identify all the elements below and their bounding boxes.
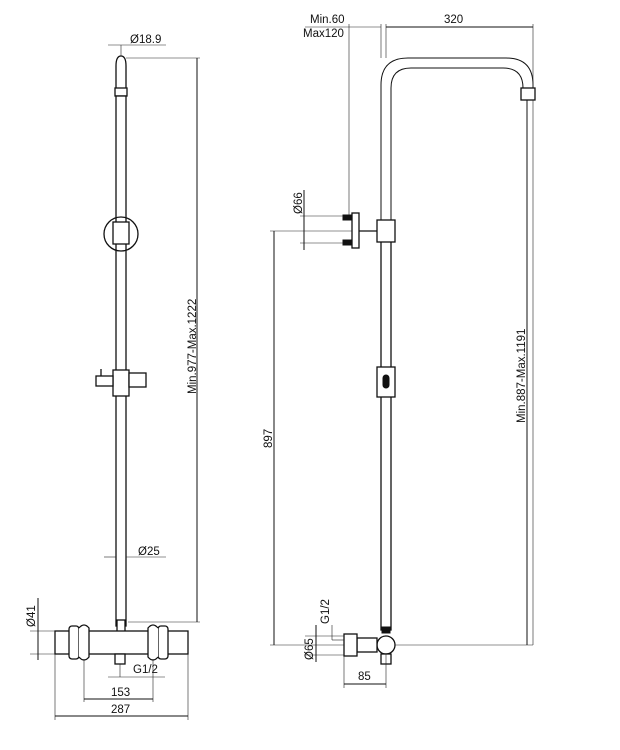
dim-height-range-left: Min.977-Max.1222: [187, 299, 199, 394]
dim-projection: 85: [358, 671, 371, 683]
rail-top-cap: [115, 55, 127, 91]
riser-pipe: [380, 239, 392, 631]
right-view: Min.60 Max120 320 Ø66 897 Min.887-Max.11…: [263, 14, 536, 688]
bracket-clamp: [112, 221, 130, 245]
rail-connector: [116, 619, 126, 633]
mixer-connector: [376, 635, 396, 655]
shower-rail: [115, 95, 127, 627]
flange-screw-bottom: [342, 239, 353, 246]
shower-arm-inner: [390, 67, 524, 222]
shower-head-connector: [520, 87, 536, 101]
wall-flange: [351, 212, 360, 249]
shower-arm-outer: [380, 57, 534, 222]
upper-bracket: [376, 219, 396, 243]
dim-thread-right: G1/2: [320, 599, 332, 624]
left-handle: [68, 625, 80, 660]
dim-diameter-top: Ø18.9: [130, 34, 161, 46]
flange-screw-top: [342, 214, 353, 221]
slider-knob: [95, 375, 114, 387]
dim-offset-max: Max120: [303, 28, 344, 40]
dim-height-range-right: Min.887-Max.1191: [516, 329, 528, 423]
dim-diameter-valve: Ø65: [304, 638, 316, 660]
dim-arm-length: 320: [444, 14, 463, 26]
right-eccentric: [147, 624, 159, 661]
mixer-arm: [356, 637, 378, 653]
slider-knob-right: [382, 374, 390, 389]
dim-mount-height: 897: [263, 429, 275, 448]
dim-total-width: 287: [111, 704, 130, 716]
dim-offset-min: Min.60: [310, 14, 345, 26]
slider: [112, 369, 130, 397]
rail-collar: [114, 87, 128, 97]
dim-center-distance: 153: [111, 687, 130, 699]
outlet: [114, 653, 126, 665]
dim-diameter-rail: Ø25: [138, 546, 160, 558]
mixer-top-nut: [381, 626, 391, 634]
dim-thread-left: G1/2: [133, 664, 158, 676]
dim-diameter-flange: Ø66: [293, 192, 305, 214]
wall-bracket: [103, 216, 139, 252]
mixer-eccentric: [343, 633, 358, 657]
hand-shower-holder: [128, 372, 147, 388]
left-view: Ø18.9 Min.977-Max.1222 Ø25 Ø41 G1/2 153 …: [26, 34, 200, 720]
dim-diameter-body: Ø41: [26, 605, 38, 627]
left-eccentric: [78, 624, 90, 661]
right-handle: [157, 625, 169, 660]
